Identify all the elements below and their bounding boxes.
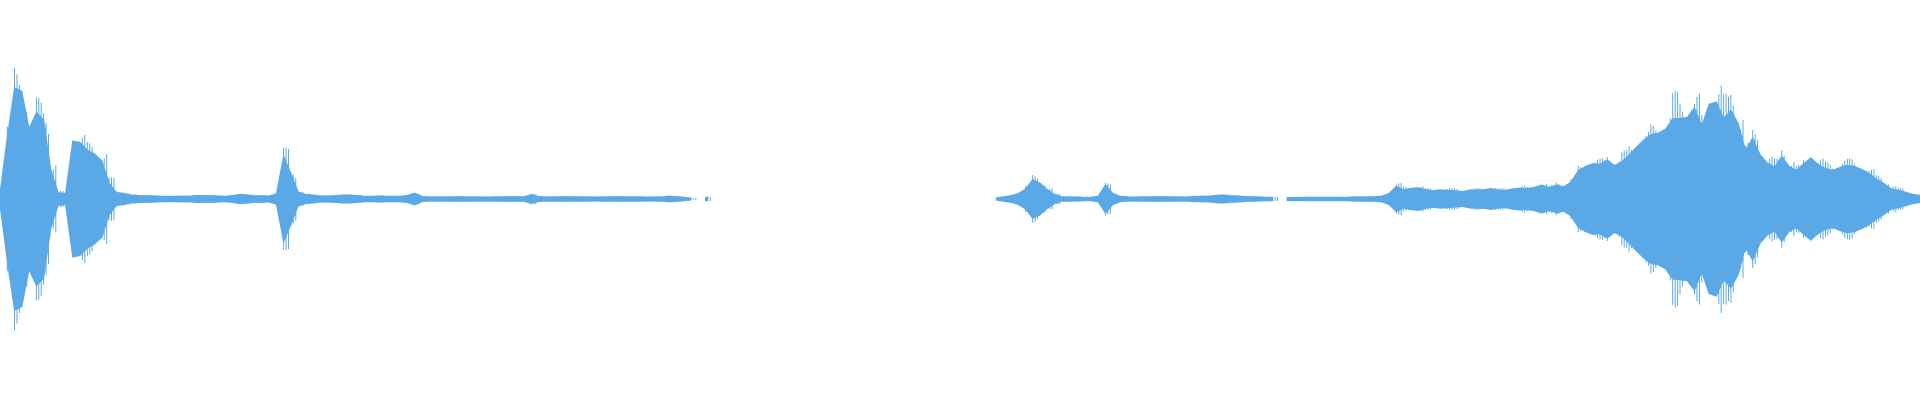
waveform-segment xyxy=(0,86,692,312)
